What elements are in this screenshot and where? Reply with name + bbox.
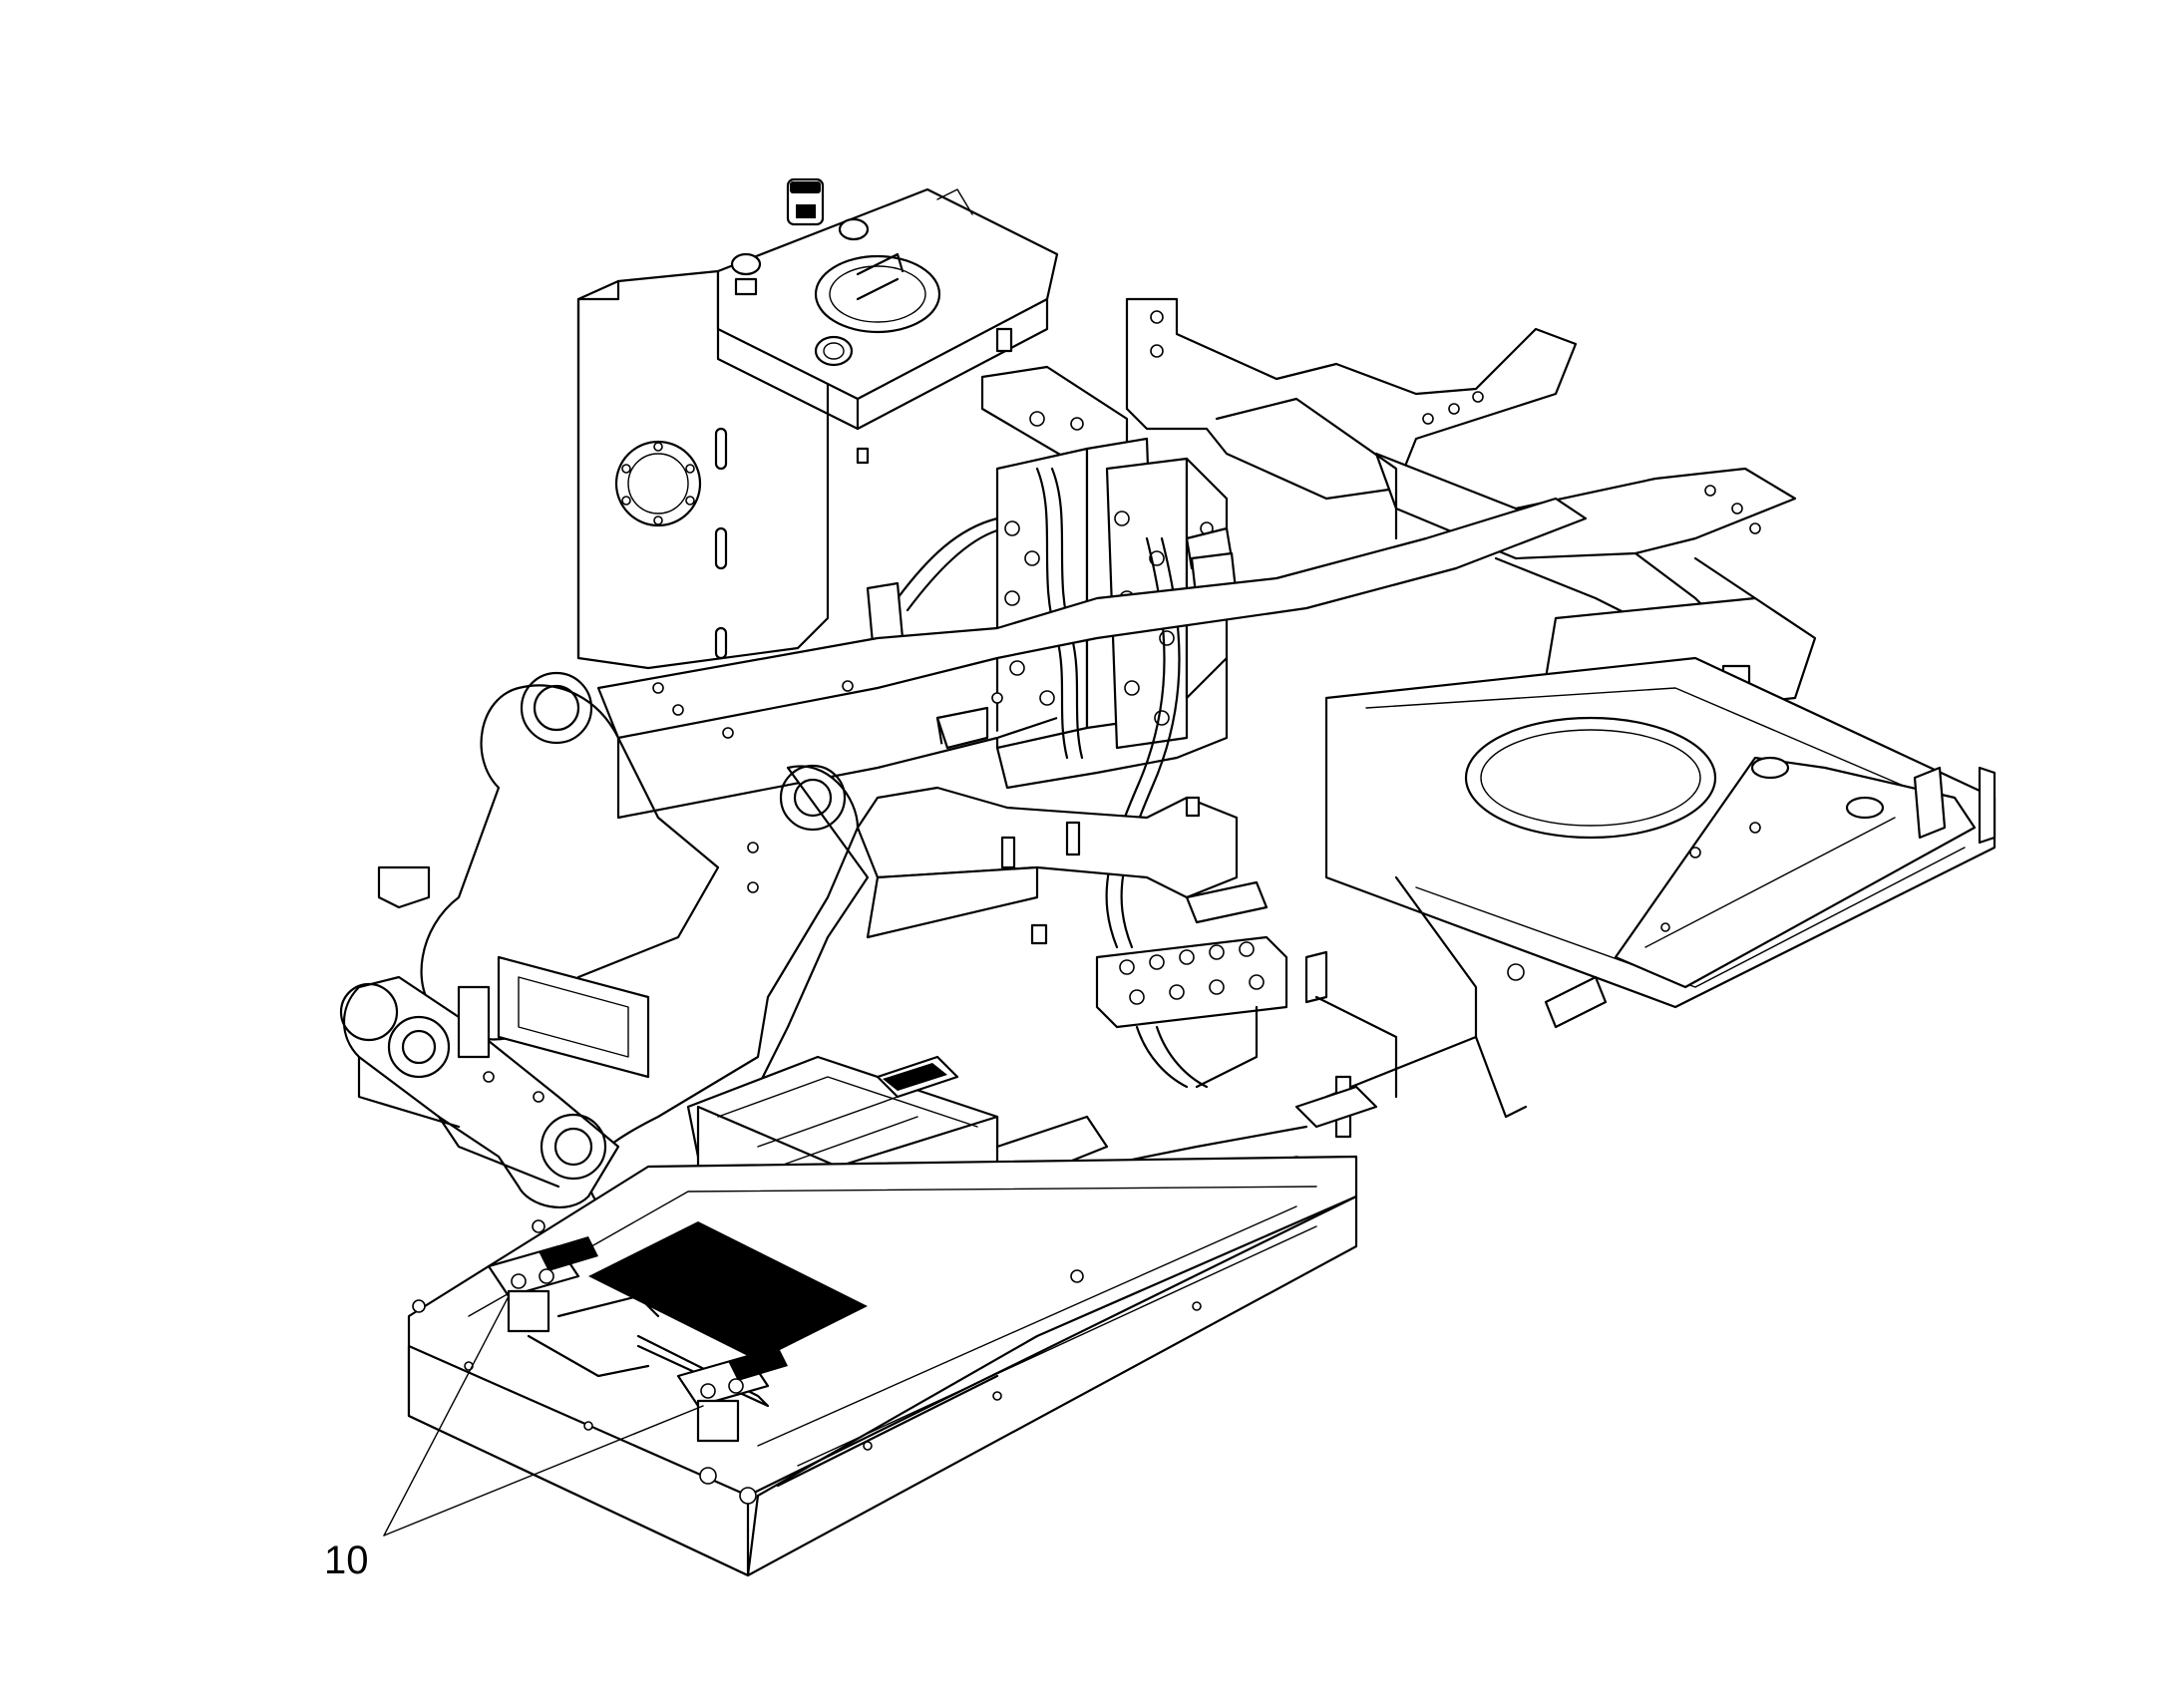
filler-cap bbox=[786, 177, 825, 226]
floor-plate bbox=[407, 1155, 1358, 1577]
manifold-fittings bbox=[1119, 941, 1265, 1005]
callout-label: 10 bbox=[324, 1538, 369, 1582]
anti-slip-mat bbox=[588, 1221, 868, 1361]
frame-access-opening bbox=[1464, 716, 1717, 840]
sight-plug bbox=[814, 335, 854, 367]
inspection-cover bbox=[814, 254, 941, 334]
travel-pedal-left bbox=[487, 1236, 598, 1333]
leader-line-right-pedal bbox=[383, 1405, 704, 1537]
rear-frame bbox=[1125, 297, 1997, 1119]
leader-line-left-pedal bbox=[383, 1295, 510, 1537]
travel-pedal-right bbox=[676, 1346, 788, 1443]
port-bolts bbox=[621, 442, 695, 525]
distribution-manifold bbox=[1095, 880, 1398, 1139]
hydraulic-tank bbox=[576, 177, 1059, 670]
control-valve-block bbox=[866, 365, 1239, 949]
breather bbox=[730, 252, 762, 296]
callout-10: 10 bbox=[324, 1295, 704, 1582]
